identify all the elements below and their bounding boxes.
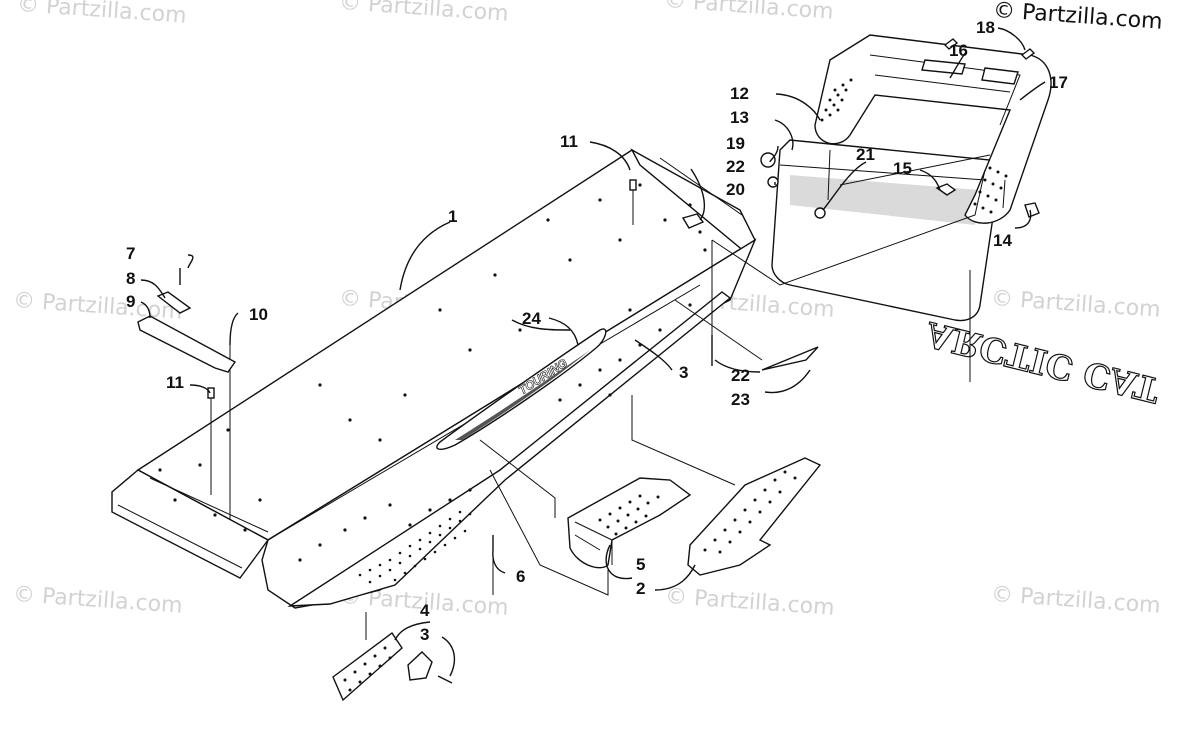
callout-10: 10 (249, 305, 268, 324)
rear-bumper[interactable] (814, 34, 1052, 224)
wedge-decal[interactable] (761, 346, 819, 371)
callout-22-top: 22 (726, 157, 745, 176)
retainer-plate[interactable] (137, 291, 237, 373)
callout-23: 23 (731, 390, 750, 409)
callout-13: 13 (730, 108, 749, 127)
callout-11-left: 11 (166, 373, 184, 392)
tunnel-plate[interactable] (332, 631, 453, 702)
running-board-bracket[interactable] (687, 457, 822, 576)
callout-5: 5 (636, 555, 645, 574)
callout-7: 7 (126, 244, 135, 263)
callout-labels: 1 2 3 3 4 5 6 7 8 9 10 11 11 12 13 14 15… (126, 18, 1068, 644)
snowflap[interactable]: ARCTIC CAT (771, 139, 1164, 410)
callout-24: 24 (522, 309, 541, 328)
callout-6: 6 (516, 567, 525, 586)
arctic-cat-lettering: ARCTIC CAT (922, 313, 1164, 410)
hardware (179, 38, 1040, 550)
callout-9: 9 (126, 292, 135, 311)
callout-leaders (140, 27, 1046, 677)
callout-16: 16 (949, 41, 968, 60)
assembly-lines (365, 149, 1006, 640)
callout-22-lower: 22 (731, 366, 750, 385)
footrest-block[interactable] (567, 477, 692, 569)
callout-21: 21 (856, 145, 875, 164)
callout-15: 15 (893, 159, 912, 178)
callout-20: 20 (726, 180, 745, 199)
callout-14: 14 (993, 231, 1012, 250)
callout-18: 18 (976, 18, 995, 37)
callout-1: 1 (448, 207, 457, 226)
callout-4: 4 (420, 601, 430, 620)
callout-3: 3 (679, 363, 688, 382)
tunnel-panel[interactable] (111, 148, 757, 609)
callout-19: 19 (726, 134, 745, 153)
callout-12: 12 (730, 84, 749, 103)
callout-17: 17 (1049, 73, 1068, 92)
callout-2: 2 (636, 579, 645, 598)
callout-3-lower: 3 (420, 625, 429, 644)
callout-8: 8 (126, 269, 135, 288)
callout-11-top: 11 (560, 132, 578, 151)
